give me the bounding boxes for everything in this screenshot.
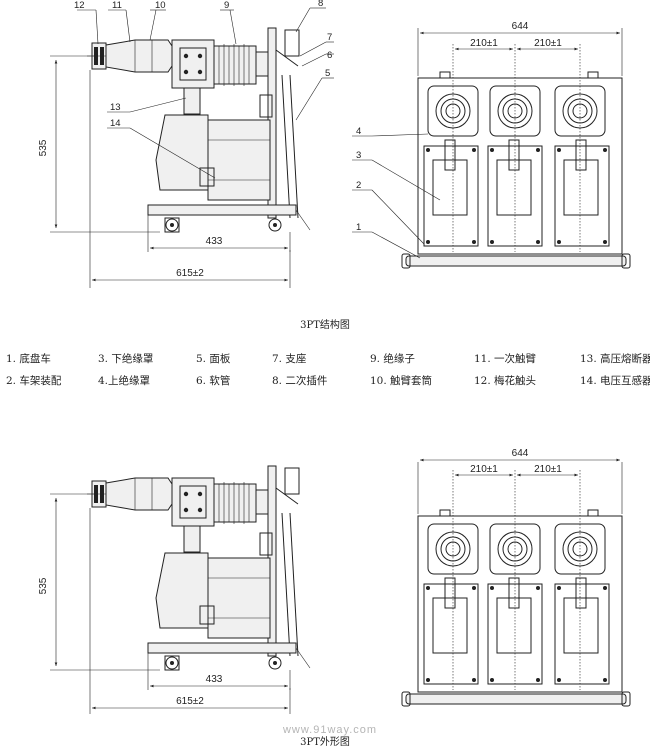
legend-item: 7. 支座 — [272, 352, 306, 365]
legend-item: 6. 软管 — [196, 374, 230, 387]
svg-text:3: 3 — [356, 150, 361, 161]
top-caption: 3PT结构图 — [300, 318, 350, 331]
svg-text:5: 5 — [325, 68, 330, 79]
bottom-caption: 3PT外形图 — [300, 736, 350, 748]
dim-width: 644 — [417, 448, 623, 514]
svg-text:7: 7 — [327, 32, 332, 43]
svg-text:210±1: 210±1 — [470, 38, 498, 49]
svg-text:433: 433 — [206, 674, 223, 685]
dim-height: 535 — [38, 55, 160, 233]
side-view — [86, 27, 311, 233]
svg-text:535: 535 — [38, 577, 49, 594]
svg-text:4: 4 — [356, 126, 361, 137]
svg-text:535: 535 — [38, 139, 49, 156]
legend-item: 2. 车架装配 — [6, 374, 62, 387]
legend-item: 14. 电压互感器 — [580, 374, 650, 387]
svg-text:615±2: 615±2 — [176, 268, 204, 279]
dim-base: 433 — [147, 653, 291, 690]
callouts-front: 4 3 2 1 — [352, 126, 441, 259]
svg-text:433: 433 — [206, 236, 223, 247]
legend-item: 11. 一次触臂 — [474, 352, 537, 365]
svg-text:8: 8 — [318, 0, 323, 9]
front-view — [401, 71, 631, 269]
dim-depth: 615±2 — [89, 508, 291, 714]
svg-text:210±1: 210±1 — [534, 38, 562, 49]
svg-text:644: 644 — [512, 21, 529, 32]
svg-text:1: 1 — [356, 222, 361, 233]
legend-item: 13. 高压熔断器 — [580, 352, 650, 365]
dim-pitch: 210±1 210±1 — [452, 38, 581, 252]
svg-text:210±1: 210±1 — [534, 464, 562, 475]
dim-base: 433 — [147, 215, 291, 252]
svg-text:615±2: 615±2 — [176, 696, 204, 707]
svg-text:14: 14 — [110, 118, 121, 129]
svg-text:2: 2 — [356, 180, 361, 191]
legend-item: 1. 底盘车 — [6, 352, 51, 365]
svg-text:10: 10 — [155, 0, 166, 11]
callouts-side: 12 11 10 9 8 7 6 5 13 14 — [74, 0, 334, 179]
svg-text:13: 13 — [110, 102, 121, 113]
side-view — [86, 465, 311, 671]
svg-text:644: 644 — [512, 448, 529, 459]
legend-item: 10. 触臂套筒 — [370, 374, 432, 387]
svg-text:210±1: 210±1 — [470, 464, 498, 475]
svg-text:9: 9 — [224, 0, 229, 11]
parts-legend: 1. 底盘车 3. 下绝缘罩 5. 面板 7. 支座 9. 绝缘子 11. 一次触臂 13.… — [6, 352, 650, 387]
legend-item: 12. 梅花触头 — [474, 374, 536, 387]
dim-height: 535 — [38, 493, 160, 671]
structure-drawing: 535 433 615±2 644 210±1 2 1 — [38, 0, 631, 331]
legend-item: 5. 面板 — [196, 352, 231, 365]
legend-item: 9. 绝缘子 — [370, 352, 415, 365]
dim-pitch: 210±1 210±1 — [452, 464, 581, 690]
dim-width: 644 — [417, 21, 623, 76]
outline-drawing: 535 433 615±2 644 210±1 210±1 — [38, 448, 631, 748]
legend-item: 3. 下绝缘罩 — [98, 352, 153, 365]
svg-text:11: 11 — [112, 0, 122, 11]
svg-text:12: 12 — [74, 0, 85, 11]
watermark: www.91way.com — [282, 724, 377, 736]
front-view — [401, 509, 631, 707]
legend-item: 8. 二次插件 — [272, 374, 327, 387]
dim-depth: 615±2 — [89, 70, 291, 288]
legend-item: 4.上绝缘罩 — [98, 374, 150, 387]
svg-text:6: 6 — [327, 50, 332, 61]
